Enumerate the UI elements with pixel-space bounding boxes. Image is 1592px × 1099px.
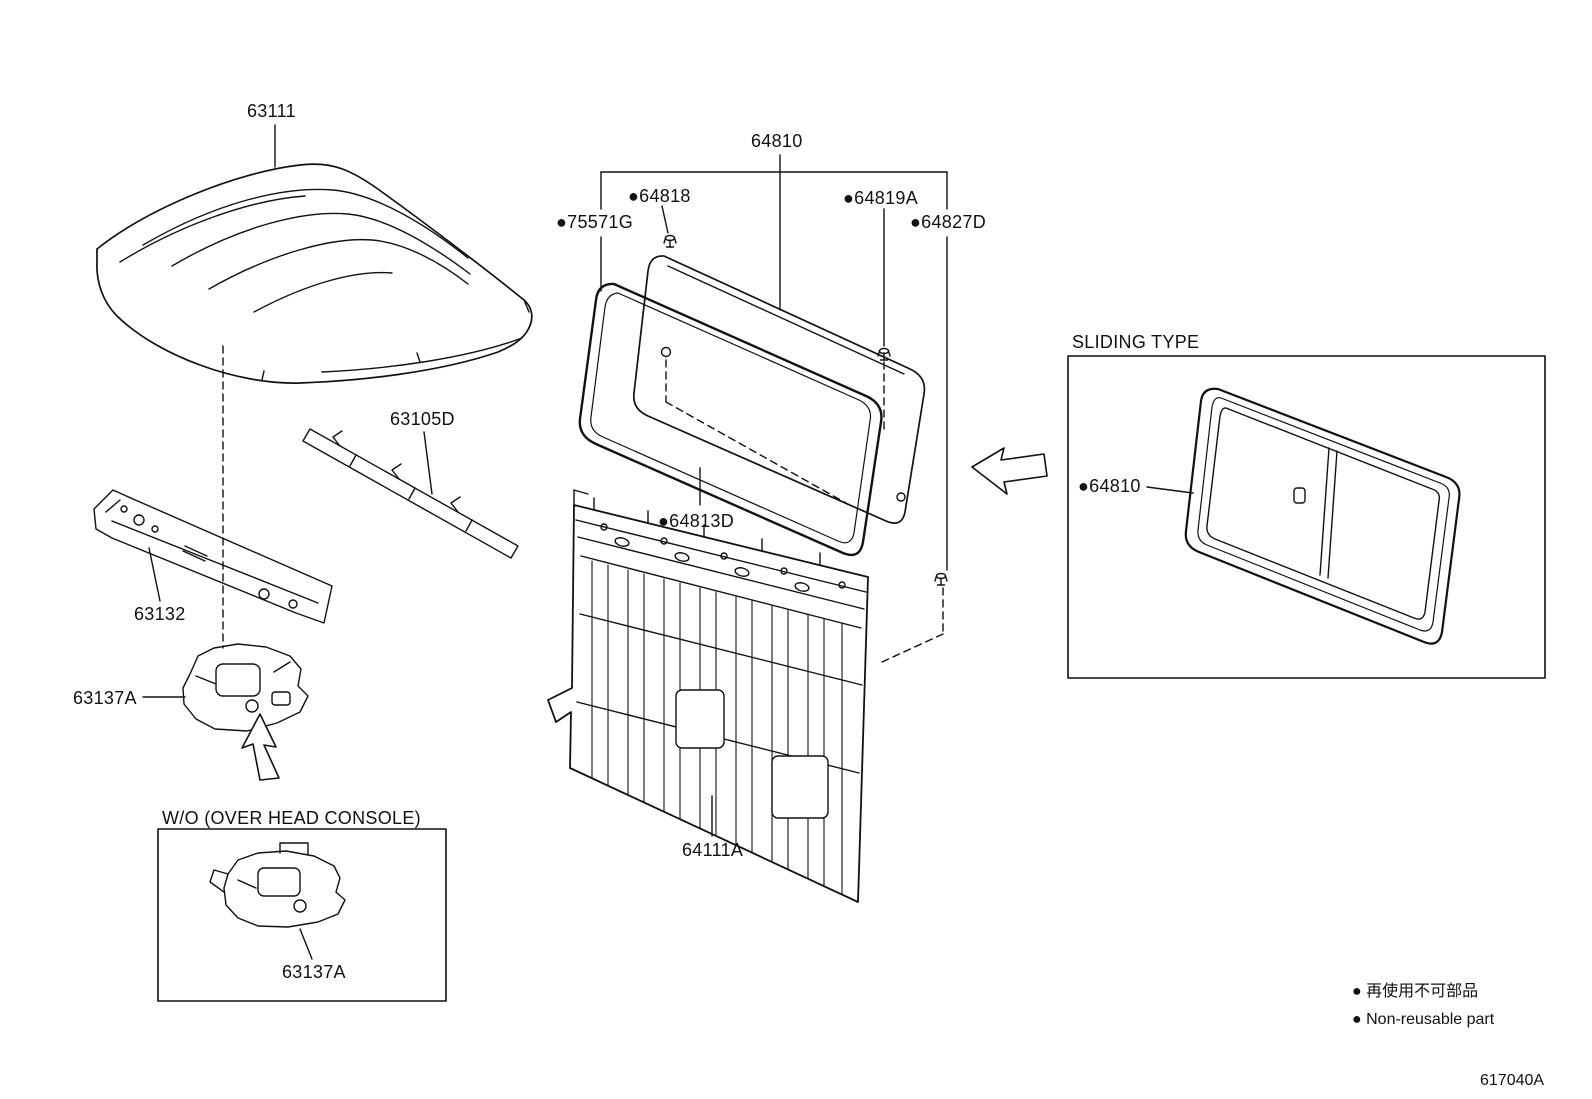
arrow-left-icon <box>971 447 1048 495</box>
dashed-hidden-seal <box>665 359 885 504</box>
part-label-63132: 63132 <box>134 604 186 624</box>
arrow-up-icon <box>241 713 280 781</box>
part-label-63137a: 63137A <box>73 688 137 708</box>
diagram-code: 617040A <box>1480 1072 1545 1089</box>
part-label-63105d: 63105D <box>390 409 455 429</box>
leader-63132 <box>148 547 161 602</box>
part-label-64810: 64810 <box>751 131 803 151</box>
part-label-75571g: ●75571G <box>556 212 634 232</box>
clip-icon-64818 <box>663 234 677 248</box>
leader-lines-back-window <box>600 154 948 663</box>
clip-icon-64827d <box>934 572 948 586</box>
box-title-sliding-type: SLIDING TYPE <box>1072 332 1200 352</box>
part-label-64810-sliding: ●64810 <box>1078 476 1141 496</box>
leader-sliding-64810 <box>1146 486 1194 494</box>
part-label-63111: 63111 <box>247 101 296 121</box>
back-window-glass-drawing <box>632 255 926 524</box>
part-label-63137a-box: 63137A <box>282 962 346 982</box>
console-bracket-drawing <box>142 643 309 732</box>
sliding-type-box <box>1067 355 1546 679</box>
part-label-64819a: ●64819A <box>843 188 919 208</box>
back-window-seal-drawing <box>578 282 883 557</box>
part-label-64813d: ●64813D <box>658 511 735 531</box>
legend-non-reusable-en: ● Non-reusable part <box>1352 1011 1495 1028</box>
leader-63105d <box>423 431 433 495</box>
roof-reinforcement-drawing <box>302 428 519 559</box>
part-label-64111a: 64111A <box>682 840 744 860</box>
leader-box-63137a <box>299 928 313 960</box>
sliding-window-drawing <box>1184 387 1461 645</box>
back-panel-drawing <box>547 489 869 903</box>
box-title-overhead-console: W/O (OVER HEAD CONSOLE) <box>162 808 421 828</box>
legend-non-reusable-jp: ● 再使用不可部品 <box>1352 983 1479 1000</box>
roof-panel-drawing <box>96 124 533 649</box>
overhead-console-box <box>157 828 447 1002</box>
roof-header-panel-drawing <box>93 489 333 624</box>
part-label-64818: ●64818 <box>628 186 691 206</box>
part-label-64827d: ●64827D <box>910 212 987 232</box>
